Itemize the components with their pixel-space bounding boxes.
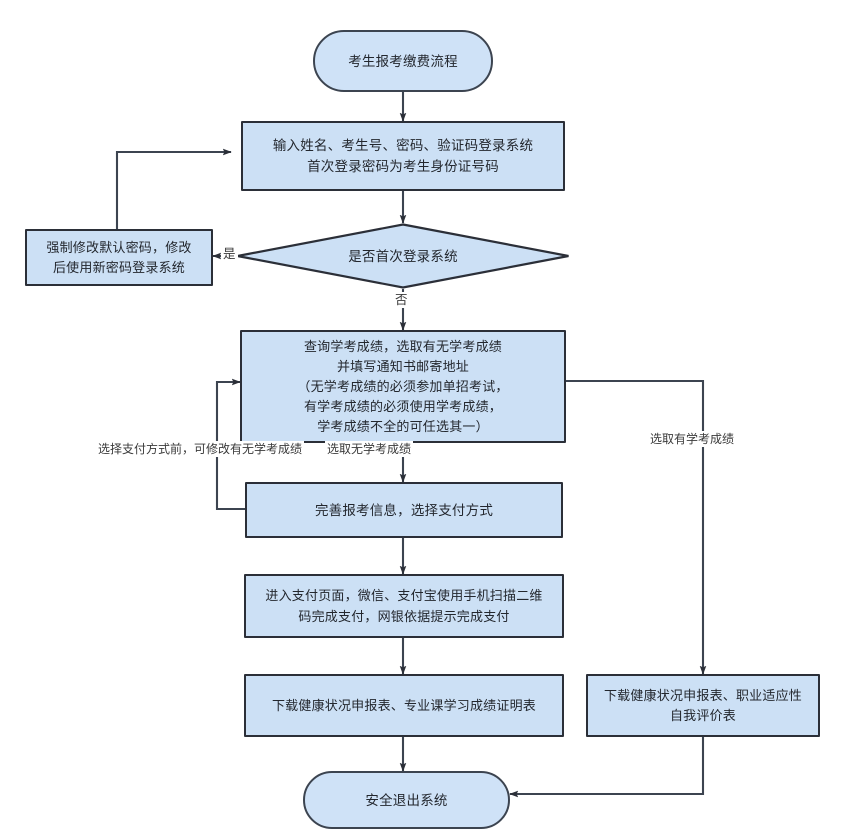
node-payment-label: 进入支付页面，微信、支付宝使用手机扫描二维 码完成支付，网银依据提示完成支付 — [265, 588, 543, 624]
node-download-right-label: 下载健康状况申报表、职业适应性 自我评价表 — [603, 687, 802, 723]
node-first-login-decision[interactable]: 是否首次登录系统 — [236, 223, 570, 289]
node-exit-label: 安全退出系统 — [365, 792, 448, 808]
decision-diamond-shape — [237, 223, 569, 289]
edge-label-no-scores: 选取无学考成绩 — [325, 441, 414, 457]
node-complete-info[interactable]: 完善报考信息，选择支付方式 — [245, 482, 563, 538]
node-download-right[interactable]: 下载健康状况申报表、职业适应性 自我评价表 — [586, 674, 820, 737]
node-download-left[interactable]: 下载健康状况申报表、专业课学习成绩证明表 — [244, 674, 564, 737]
node-login[interactable]: 输入姓名、考生号、密码、验证码登录系统 首次登录密码为考生身份证号码 — [241, 121, 565, 191]
node-change-password[interactable]: 强制修改默认密码，修改 后使用新密码登录系统 — [25, 229, 213, 286]
node-payment[interactable]: 进入支付页面，微信、支付宝使用手机扫描二维 码完成支付，网银依据提示完成支付 — [244, 574, 564, 638]
node-login-label: 输入姓名、考生号、密码、验证码登录系统 首次登录密码为考生身份证号码 — [272, 138, 534, 174]
edge-change-password-to-login — [115, 148, 232, 229]
node-query-scores[interactable]: 查询学考成绩，选取有无学考成绩 并填写通知书邮寄地址 （无学考成绩的必须参加单招… — [240, 330, 566, 443]
edge-download-right-to-exit — [509, 737, 705, 798]
edge-label-yes-text: 是 — [223, 247, 236, 261]
node-exit[interactable]: 安全退出系统 — [303, 771, 510, 829]
edge-label-no-text: 否 — [395, 293, 408, 307]
edge-label-has-scores-text: 选取有学考成绩 — [650, 432, 735, 446]
node-query-scores-label: 查询学考成绩，选取有无学考成绩 并填写通知书邮寄地址 （无学考成绩的必须参加单招… — [297, 338, 509, 434]
node-first-login-decision-label: 是否首次登录系统 — [348, 248, 458, 264]
node-change-password-label: 强制修改默认密码，修改 后使用新密码登录系统 — [46, 239, 192, 275]
edge-label-has-scores: 选取有学考成绩 — [648, 431, 737, 447]
edge-label-no: 否 — [393, 292, 410, 308]
node-download-left-label: 下载健康状况申报表、专业课学习成绩证明表 — [271, 698, 536, 713]
node-complete-info-label: 完善报考信息，选择支付方式 — [314, 502, 494, 518]
edge-query-to-download-right — [566, 379, 707, 675]
edge-label-yes: 是 — [221, 246, 238, 262]
edge-label-no-scores-text: 选取无学考成绩 — [327, 442, 412, 456]
node-start[interactable]: 考生报考缴费流程 — [313, 30, 493, 92]
node-start-label: 考生报考缴费流程 — [348, 53, 458, 69]
edge-label-modify-before-pay-text: 选择支付方式前，可修改有无学考成绩 — [98, 442, 303, 456]
edge-label-modify-before-pay: 选择支付方式前，可修改有无学考成绩 — [96, 441, 305, 457]
